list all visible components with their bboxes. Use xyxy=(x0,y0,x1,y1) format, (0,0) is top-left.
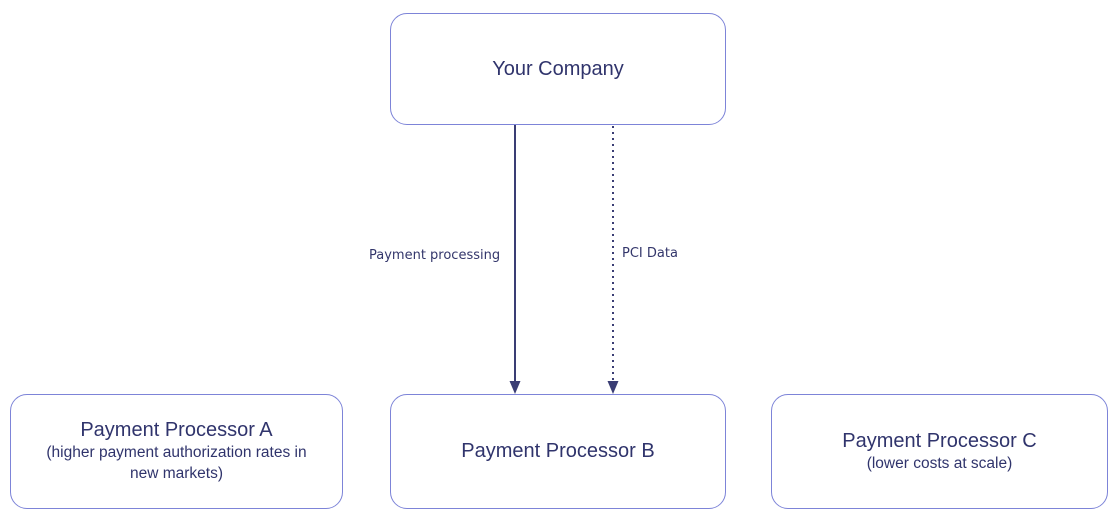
node-payment-processor-a[interactable]: Payment Processor A (higher payment auth… xyxy=(10,394,343,509)
node-payment-processor-b[interactable]: Payment Processor B xyxy=(390,394,726,509)
node-payment-processor-a-title: Payment Processor A xyxy=(80,419,273,442)
edge-payment-processing[interactable] xyxy=(509,125,521,394)
arrowhead-down-icon xyxy=(509,381,521,394)
edge-pci-data[interactable] xyxy=(607,126,619,394)
node-payment-processor-a-subtitle: (higher payment authorization rates in n… xyxy=(46,444,307,482)
edge-label-payment-processing[interactable]: Payment processing xyxy=(369,248,501,263)
node-payment-processor-c-title: Payment Processor C xyxy=(842,429,1037,452)
node-payment-processor-c[interactable]: Payment Processor C (lower costs at scal… xyxy=(771,394,1108,509)
node-payment-processor-c-subtitle: (lower costs at scale) xyxy=(866,454,1013,472)
edge-label-pci-data[interactable]: PCI Data xyxy=(622,246,678,261)
node-your-company[interactable]: Your Company xyxy=(390,13,726,125)
arrowhead-down-icon xyxy=(607,381,619,394)
node-payment-processor-b-title: Payment Processor B xyxy=(461,440,655,462)
node-your-company-label: Your Company xyxy=(492,57,624,80)
